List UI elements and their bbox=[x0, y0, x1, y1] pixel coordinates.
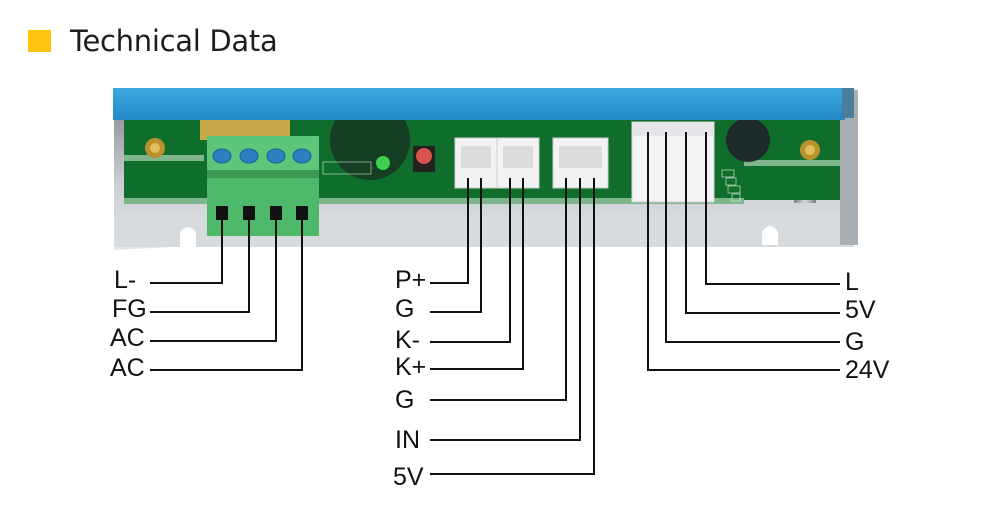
leader-line bbox=[705, 132, 840, 285]
pin-label-mid-5: G bbox=[395, 386, 415, 414]
blue-housing bbox=[113, 88, 845, 120]
leader-line bbox=[647, 132, 840, 371]
leader-line bbox=[430, 178, 469, 284]
pin-label-left-1: L- bbox=[114, 266, 137, 294]
pin-label-left-4: AC bbox=[110, 354, 145, 382]
pin-label-mid-2: G bbox=[395, 295, 415, 323]
pin-label-mid-1: P+ bbox=[395, 266, 427, 294]
pin-label-right-1: L bbox=[845, 268, 859, 296]
leader-line bbox=[430, 178, 511, 343]
leader-line bbox=[685, 132, 840, 314]
leader-line bbox=[150, 215, 277, 342]
power-led bbox=[376, 156, 390, 170]
pin-label-mid-6: IN bbox=[395, 426, 420, 454]
page-title: Technical Data bbox=[70, 24, 278, 58]
leader-line bbox=[430, 178, 482, 313]
screw-terminal-block bbox=[207, 136, 319, 236]
leader-line bbox=[430, 178, 567, 401]
connector-p1 bbox=[454, 137, 498, 189]
pin-label-right-3: G bbox=[845, 328, 865, 356]
leader-line bbox=[150, 215, 223, 284]
leader-line bbox=[150, 215, 303, 371]
pin-label-right-2: 5V bbox=[845, 296, 876, 324]
title-accent-square bbox=[28, 30, 51, 52]
pin-label-left-3: AC bbox=[110, 324, 145, 352]
pin-label-mid-7: 5V bbox=[393, 463, 424, 491]
pin-label-left-2: FG bbox=[112, 295, 147, 323]
leader-line bbox=[430, 178, 595, 475]
pin-label-mid-3: K- bbox=[395, 326, 420, 354]
connector-p4 bbox=[631, 121, 715, 203]
pin-label-mid-4: K+ bbox=[395, 353, 427, 381]
leader-line bbox=[150, 215, 250, 313]
connector-p3 bbox=[552, 137, 609, 189]
leader-line bbox=[665, 132, 840, 343]
leader-line bbox=[430, 178, 581, 441]
connector-p2 bbox=[496, 137, 540, 189]
pin-label-right-4: 24V bbox=[845, 356, 890, 384]
leader-line bbox=[430, 178, 524, 370]
